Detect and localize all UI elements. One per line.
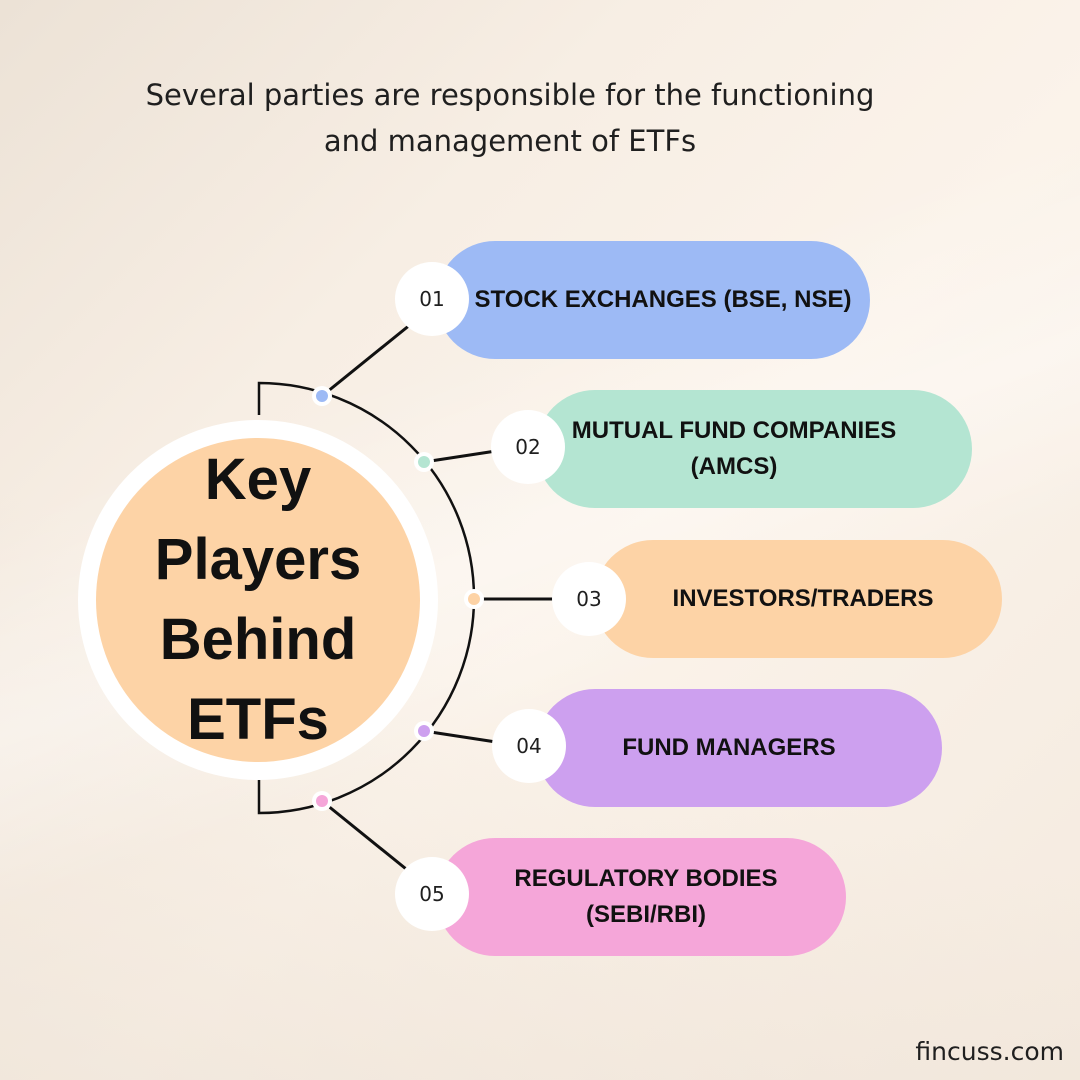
player-number-badge-03: 03: [552, 562, 626, 636]
hub-title-line-1: Key: [204, 447, 312, 512]
arc-dot-2: [418, 456, 430, 468]
player-pill-fund-managers: FUND MANAGERS: [536, 689, 942, 807]
hub-title: Key Players Behind ETFs: [155, 440, 361, 760]
player-number-03: 03: [576, 587, 602, 611]
player-pill-stock-exchanges: STOCK EXCHANGES (BSE, NSE): [436, 241, 870, 359]
hub-title-line-3: Behind: [159, 607, 357, 672]
player-number-badge-04: 04: [492, 709, 566, 783]
site-footer: fincuss.com: [915, 1037, 1064, 1066]
player-label-regulatory-bodies: REGULATORY BODIES (SEBI/RBI): [514, 865, 778, 928]
player-pill-mutual-fund-companies: MUTUAL FUND COMPANIES (AMCS): [536, 390, 972, 508]
player-pill-investors-traders: INVESTORS/TRADERS: [594, 540, 1002, 658]
subtitle: Several parties are responsible for the …: [0, 72, 1020, 164]
player-number-05: 05: [419, 882, 445, 906]
spoke-01: [321, 318, 417, 398]
player-number-01: 01: [419, 287, 445, 311]
arc-dot-3: [468, 593, 480, 605]
hub-title-line-4: ETFs: [187, 687, 329, 752]
arc-dot-4: [418, 725, 430, 737]
player-number-02: 02: [515, 435, 541, 459]
hub-circle: Key Players Behind ETFs: [96, 438, 420, 762]
subtitle-line-2: and management of ETFs: [323, 124, 697, 158]
player-pill-regulatory-bodies: REGULATORY BODIES (SEBI/RBI): [436, 838, 846, 956]
arc-dot-1: [316, 390, 328, 402]
player-number-badge-02: 02: [491, 410, 565, 484]
hub-title-line-2: Players: [154, 527, 362, 592]
player-label-fund-managers: FUND MANAGERS: [622, 734, 836, 761]
player-number-badge-05: 05: [395, 857, 469, 931]
subtitle-line-1: Several parties are responsible for the …: [145, 78, 875, 112]
spoke-02: [423, 449, 497, 464]
player-label-stock-exchanges: STOCK EXCHANGES (BSE, NSE): [474, 286, 852, 313]
player-number-04: 04: [516, 734, 542, 758]
player-number-badge-01: 01: [395, 262, 469, 336]
player-label-investors-traders: INVESTORS/TRADERS: [672, 585, 934, 612]
spoke-05: [321, 799, 417, 879]
arc-dot-5: [316, 795, 328, 807]
player-label-mutual-fund-companies: MUTUAL FUND COMPANIES (AMCS): [571, 417, 897, 480]
spoke-04: [423, 729, 497, 744]
